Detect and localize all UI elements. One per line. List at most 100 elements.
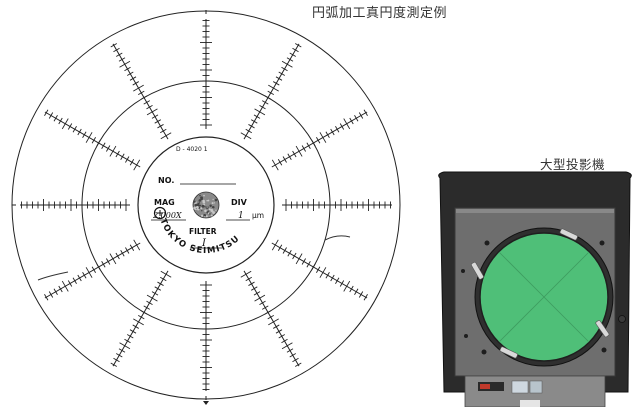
scale-tick <box>129 329 137 334</box>
scale-tick <box>58 117 63 125</box>
scale-tick <box>301 258 307 265</box>
div-value: 1 <box>238 211 244 221</box>
scale-tick <box>281 60 293 68</box>
scale-tick <box>119 342 131 350</box>
scale-tick <box>44 293 49 301</box>
scale-tick <box>358 112 364 119</box>
speckle-dot <box>206 199 208 202</box>
scale-tick <box>277 158 283 166</box>
scale-tick <box>343 118 351 130</box>
scale-tick <box>91 136 96 144</box>
scale-tick <box>245 128 253 134</box>
scale-tick <box>115 150 120 158</box>
scale-tick <box>137 90 145 95</box>
scale-tick <box>132 324 140 329</box>
scale-tick <box>335 125 340 133</box>
scale-tick <box>358 291 364 298</box>
scale-tick <box>146 300 153 306</box>
scale-tick <box>277 244 283 252</box>
scale-tick <box>113 357 120 363</box>
trace-mark-right <box>324 235 351 241</box>
scale-tick <box>154 119 162 124</box>
scale-tick <box>44 109 49 117</box>
scale-tick <box>292 47 299 53</box>
speckle-dot <box>211 202 214 205</box>
scale-tick <box>301 145 307 152</box>
scale-tick <box>267 90 275 95</box>
scale-tick <box>272 81 280 86</box>
scale-tick <box>146 108 158 116</box>
scale-tick <box>275 329 283 334</box>
scale-tick <box>259 300 266 306</box>
scale-tick <box>330 274 335 282</box>
speckle-dot <box>212 211 215 214</box>
scale-tick <box>282 156 287 163</box>
no-label: NO. <box>158 176 174 185</box>
scale-tick <box>101 142 106 150</box>
speckle-dot <box>198 202 201 204</box>
speckle-dot <box>196 203 200 207</box>
scale-tick <box>264 95 272 100</box>
bottom-pointer <box>203 401 209 405</box>
scale-spoke-11 <box>112 43 169 140</box>
scale-tick <box>120 249 125 257</box>
scale-tick <box>349 117 354 125</box>
scale-tick <box>118 348 126 353</box>
scale-tick <box>101 260 106 268</box>
scale-tick <box>306 260 311 268</box>
scale-spoke-10 <box>44 111 141 168</box>
div-unit: μm <box>252 211 264 220</box>
scale-tick <box>129 244 135 252</box>
scale-tick <box>295 253 303 265</box>
speckle-dot <box>214 198 218 202</box>
scale-tick <box>91 266 96 274</box>
scale-tick <box>267 315 275 320</box>
scale-tick <box>250 119 258 124</box>
speckle-dot <box>205 215 208 218</box>
scale-tick <box>154 286 162 291</box>
scale-tick <box>126 334 134 339</box>
scale-tick <box>140 310 148 315</box>
speckle-dot <box>210 209 214 212</box>
div-label: DIV <box>231 198 248 207</box>
scale-spoke-4 <box>271 242 368 299</box>
scale-tick <box>61 118 69 130</box>
scale-tick <box>261 305 269 310</box>
scale-tick <box>349 285 354 293</box>
speckle-dot <box>204 216 206 218</box>
scale-tick <box>77 128 82 136</box>
scale-tick <box>264 310 272 315</box>
scale-tick <box>72 125 77 133</box>
specimen-disc <box>192 191 220 219</box>
scale-tick <box>143 305 151 310</box>
scale-tick <box>319 267 327 278</box>
scale-tick <box>363 109 368 117</box>
scale-tick <box>268 84 279 92</box>
scale-tick <box>137 315 145 320</box>
scale-tick <box>133 84 144 92</box>
scale-tick <box>67 123 73 130</box>
scale-tick <box>77 274 82 282</box>
scale-tick <box>124 66 131 72</box>
inner-circle <box>137 136 275 274</box>
speckle-dot <box>208 208 211 211</box>
scale-tick <box>160 270 172 278</box>
scale-tick <box>339 123 345 130</box>
scale-tick <box>275 76 283 81</box>
scale-tick <box>316 266 321 274</box>
scale-spoke-5 <box>243 270 300 367</box>
scale-tick <box>272 324 280 329</box>
scale-tick <box>157 124 164 129</box>
scale-tick <box>133 239 141 251</box>
scale-tick <box>96 139 101 147</box>
scale-tick <box>110 43 118 48</box>
scale-tick <box>53 288 58 296</box>
roundness-chart <box>11 10 401 405</box>
scale-tick <box>254 108 266 116</box>
scale-tick <box>343 280 351 292</box>
scale-tick <box>316 136 321 144</box>
scale-tick <box>287 249 292 257</box>
speckle-dot <box>198 200 200 202</box>
speckle-dot <box>209 213 211 215</box>
crosshair-b <box>498 251 590 343</box>
